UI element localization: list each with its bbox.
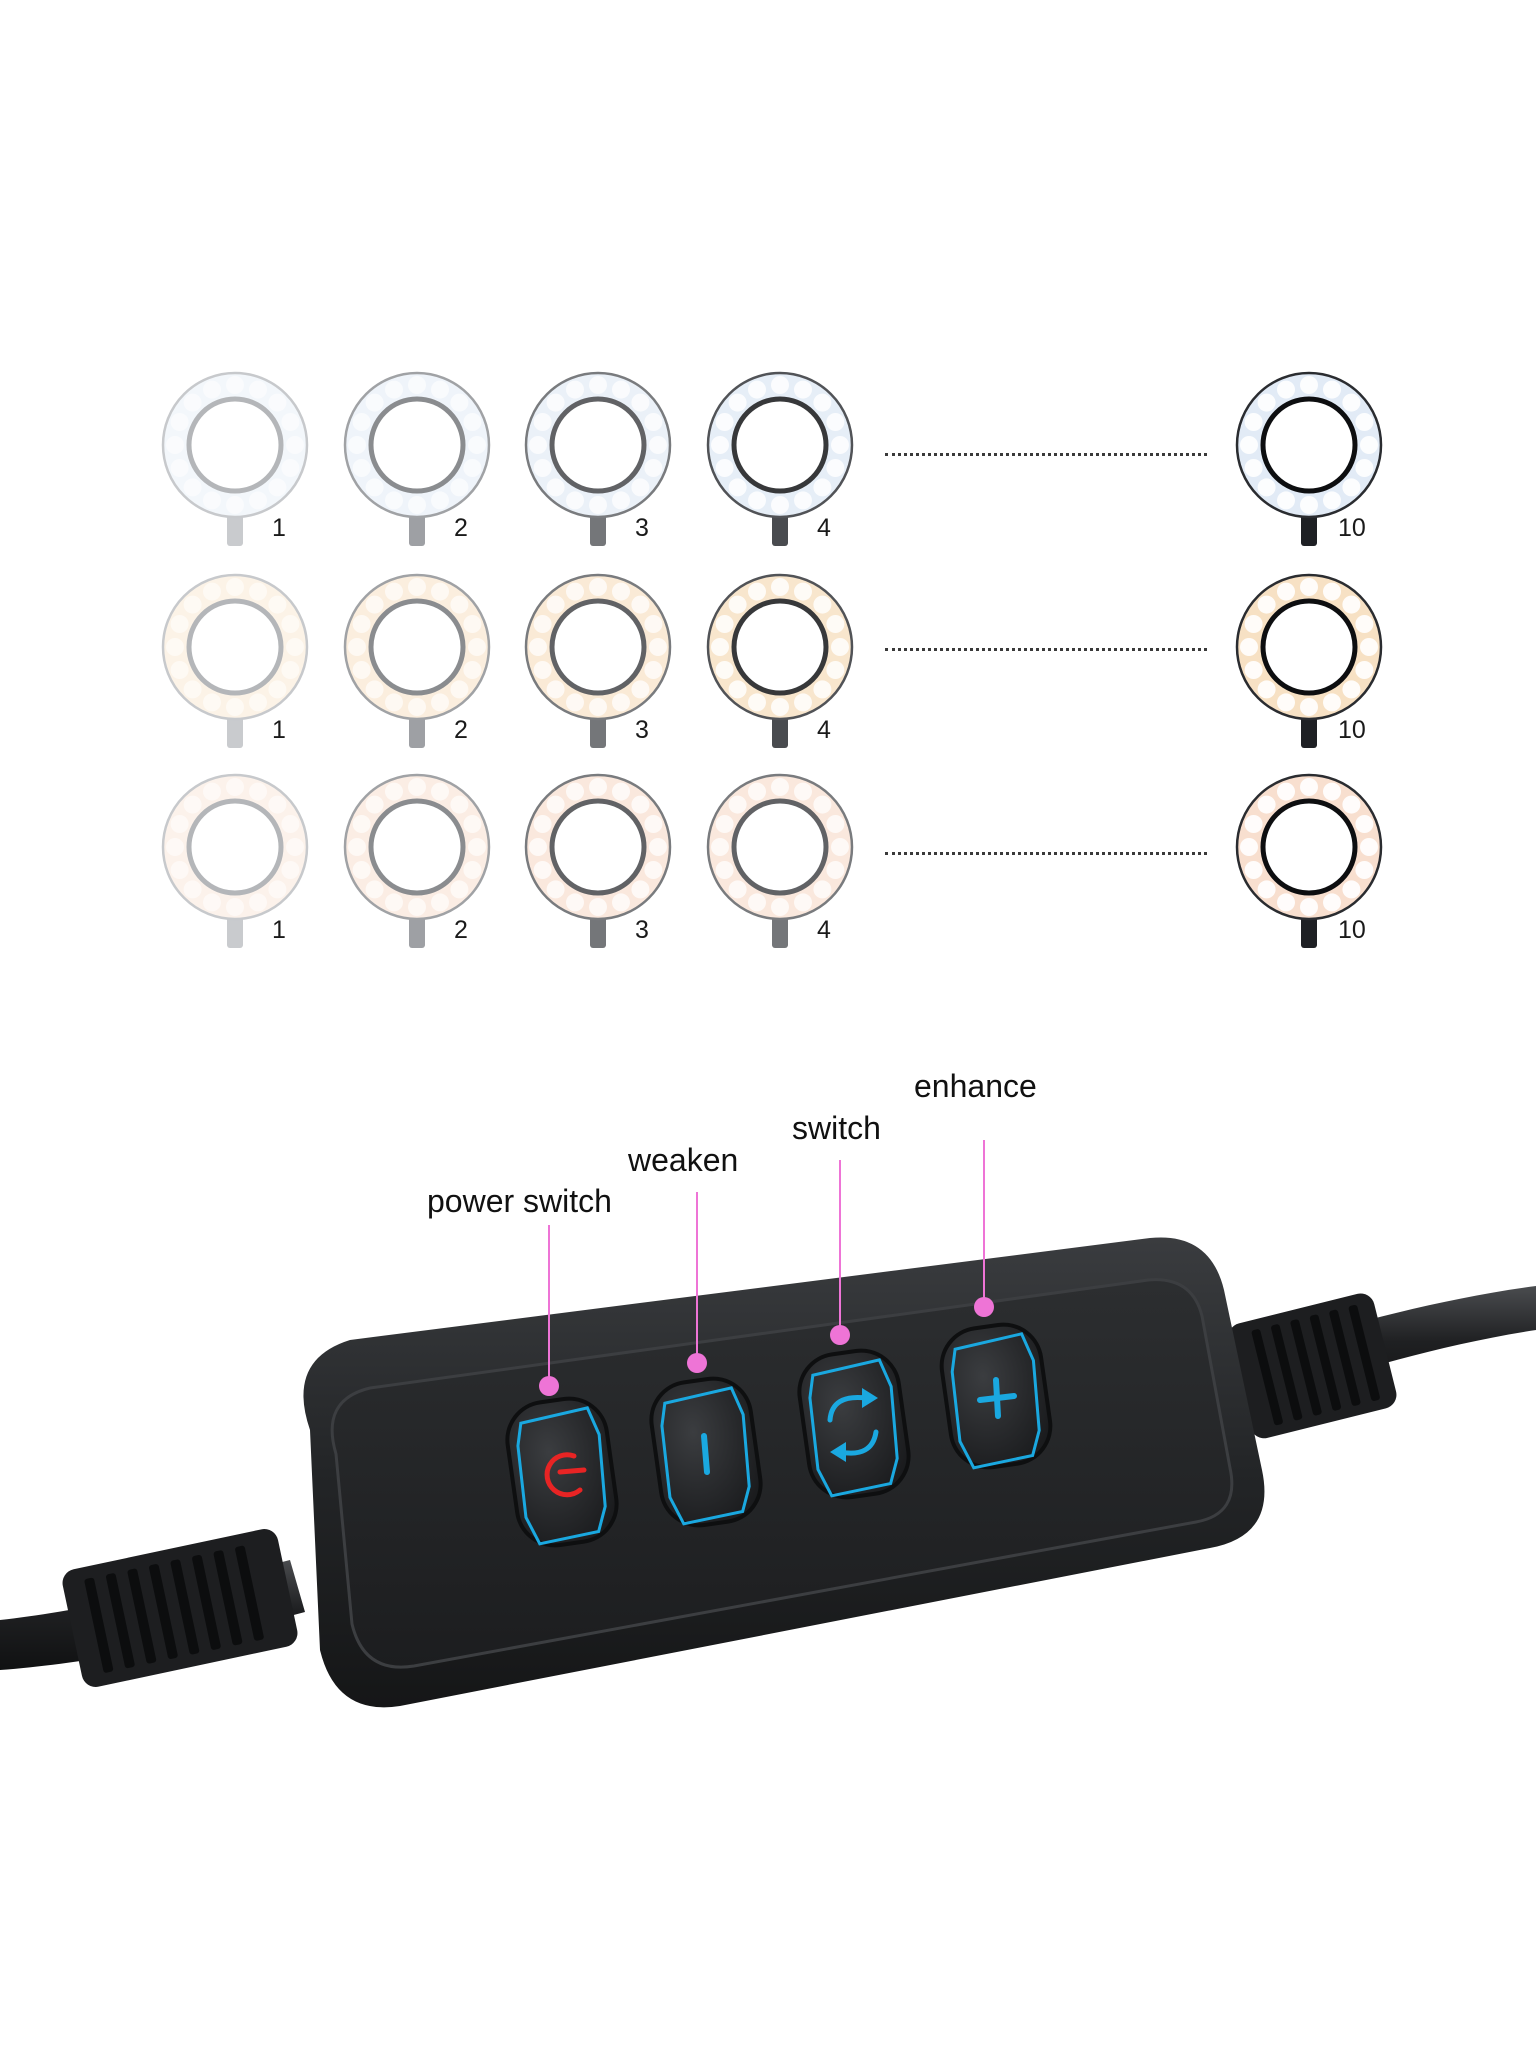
callout-enhance: enhance — [914, 1068, 1037, 1104]
ring-light-icon — [706, 371, 854, 546]
ring-warm-4: 4 — [705, 572, 855, 762]
ring-light-icon — [161, 573, 309, 748]
callout-dot — [830, 1325, 850, 1345]
callout-leaders — [548, 1140, 985, 1385]
level-label: 10 — [1338, 916, 1366, 944]
ring-warm-2: 2 — [342, 572, 492, 762]
callout-dot — [539, 1376, 559, 1396]
level-label: 4 — [817, 716, 831, 744]
ring-cool-1: 1 — [160, 370, 310, 560]
level-label: 10 — [1338, 514, 1366, 542]
level-gap-dotted-line — [885, 453, 1207, 456]
callout-switch: switch — [792, 1110, 881, 1146]
level-gap-dotted-line — [885, 852, 1207, 855]
cycle-arrows-icon — [827, 1388, 879, 1462]
level-label: 2 — [454, 514, 468, 542]
controller-illustration — [0, 1140, 1536, 1708]
enhance-button[interactable] — [937, 1320, 1056, 1473]
level-label: 10 — [1338, 716, 1366, 744]
ring-light-icon — [161, 773, 309, 948]
ring-neutral-4: 4 — [705, 772, 855, 962]
ring-light-icon — [343, 773, 491, 948]
ring-neutral-2: 2 — [342, 772, 492, 962]
level-label: 3 — [635, 514, 649, 542]
ring-neutral-10: 10 — [1234, 772, 1384, 962]
ring-light-icon — [706, 573, 854, 748]
ring-neutral-3: 3 — [523, 772, 673, 962]
plus-icon — [977, 1377, 1017, 1419]
ring-neutral-1: 1 — [160, 772, 310, 962]
level-label: 3 — [635, 916, 649, 944]
ring-light-icon — [706, 773, 854, 948]
callout-dots — [539, 1297, 994, 1396]
level-gap-dotted-line — [885, 648, 1207, 651]
level-label: 1 — [272, 716, 286, 744]
ring-light-icon — [343, 573, 491, 748]
ring-cool-4: 4 — [705, 370, 855, 560]
minus-icon — [701, 1433, 710, 1475]
level-label: 2 — [454, 716, 468, 744]
power-button[interactable] — [502, 1394, 621, 1551]
brightness-level-chart: 1 2 3 4 10 1 2 3 4 10 1 — [0, 0, 1536, 1000]
level-label: 3 — [635, 716, 649, 744]
ring-light-icon — [1235, 773, 1383, 948]
controller-body — [303, 1237, 1265, 1708]
ring-warm-1: 1 — [160, 572, 310, 762]
level-label: 1 — [272, 514, 286, 542]
ring-light-icon — [161, 371, 309, 546]
inline-controller-diagram: power switch weaken switch enhance — [0, 1000, 1536, 2048]
ring-cool-2: 2 — [342, 370, 492, 560]
callout-dot — [687, 1353, 707, 1373]
ring-light-icon — [1235, 573, 1383, 748]
ring-light-icon — [524, 371, 672, 546]
callout-weaken: weaken — [628, 1142, 739, 1178]
ring-light-icon — [343, 371, 491, 546]
power-icon — [544, 1452, 587, 1498]
ring-warm-3: 3 — [523, 572, 673, 762]
callout-power-switch: power switch — [427, 1183, 612, 1219]
ring-cool-10: 10 — [1234, 370, 1384, 560]
right-cable — [1220, 1286, 1536, 1439]
ring-cool-3: 3 — [523, 370, 673, 560]
weaken-button[interactable] — [646, 1374, 765, 1531]
switch-button[interactable] — [794, 1346, 913, 1503]
ring-warm-10: 10 — [1234, 572, 1384, 762]
left-cable — [0, 1529, 305, 1687]
ring-light-icon — [524, 573, 672, 748]
level-label: 4 — [817, 514, 831, 542]
level-label: 1 — [272, 916, 286, 944]
ring-light-icon — [524, 773, 672, 948]
callout-dot — [974, 1297, 994, 1317]
level-label: 2 — [454, 916, 468, 944]
ring-light-icon — [1235, 371, 1383, 546]
level-label: 4 — [817, 916, 831, 944]
